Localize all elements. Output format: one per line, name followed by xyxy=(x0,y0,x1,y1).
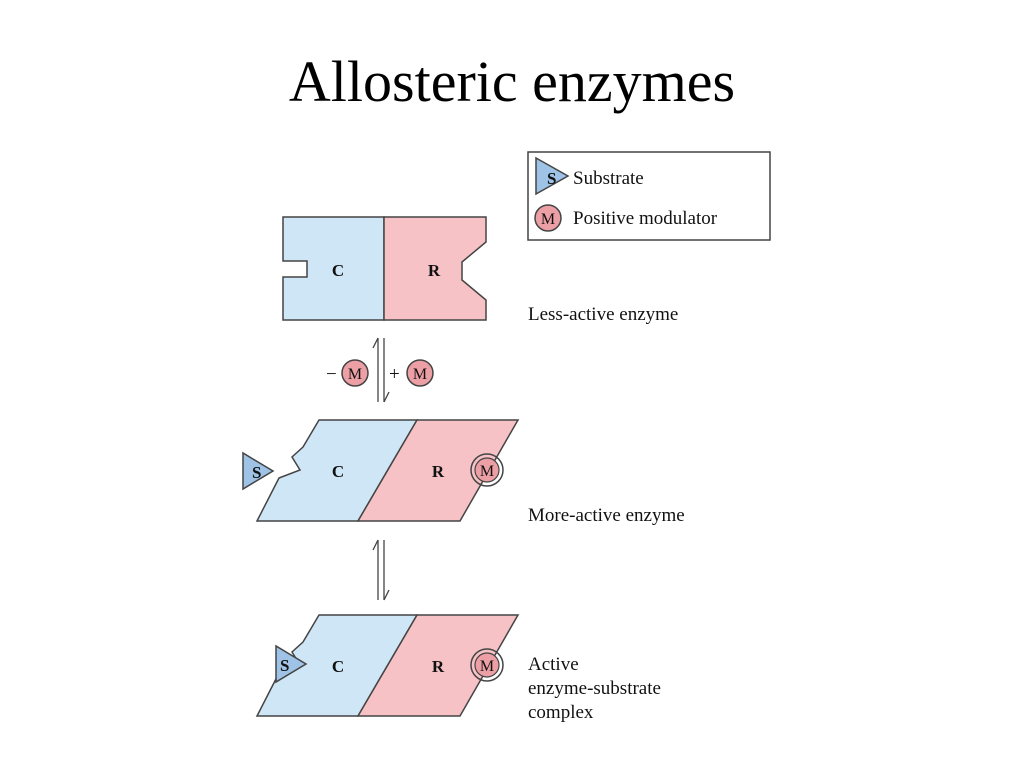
substrate-icon xyxy=(535,156,570,196)
substrate-icon xyxy=(275,644,308,684)
modulator-minus-symbol: M xyxy=(348,366,362,383)
minus-sign: − xyxy=(326,364,337,385)
legend-modulator-symbol: M xyxy=(541,211,555,228)
modulator-icon xyxy=(534,204,562,232)
slide-title: Allosteric enzymes xyxy=(288,49,736,114)
substrate-icon xyxy=(242,451,275,491)
legend-substrate-symbol: S xyxy=(547,169,556,188)
regulatory-label: R xyxy=(432,462,445,481)
legend-modulator-label: Positive modulator xyxy=(573,208,718,229)
regulatory-subunit xyxy=(356,614,520,717)
legend: S Substrate M Positive modulator xyxy=(527,151,771,241)
complex-label-line3: complex xyxy=(528,702,594,723)
complex-label-line1: Active xyxy=(528,654,579,675)
legend-substrate-label: Substrate xyxy=(573,168,644,189)
modulator-equilibrium: − M + M xyxy=(326,337,434,403)
substrate-symbol: S xyxy=(252,463,261,482)
catalytic-label: C xyxy=(332,462,344,481)
legend-box xyxy=(527,151,771,241)
regulatory-subunit xyxy=(383,216,487,321)
modulator-site-outline xyxy=(470,453,504,487)
less-active-enzyme: C R Less-active enzyme xyxy=(282,216,678,325)
substrate-symbol: S xyxy=(280,656,289,675)
regulatory-subunit xyxy=(356,419,520,522)
less-active-label: Less-active enzyme xyxy=(528,304,678,325)
modulator-plus-symbol: M xyxy=(413,366,427,383)
enzyme-substrate-complex: S C R M Active enzyme-substrate complex xyxy=(255,614,661,723)
more-active-label: More-active enzyme xyxy=(528,505,685,526)
modulator-icon xyxy=(474,652,500,678)
more-active-enzyme: S C R M More-active enzyme xyxy=(242,419,685,526)
bound-modulator-symbol: M xyxy=(480,658,494,675)
regulatory-label: R xyxy=(428,261,441,280)
regulatory-label: R xyxy=(432,657,445,676)
substrate-equilibrium xyxy=(372,539,390,601)
complex-label-line2: enzyme-substrate xyxy=(528,678,661,699)
bound-modulator-symbol: M xyxy=(480,463,494,480)
modulator-icon xyxy=(341,359,369,387)
plus-sign: + xyxy=(389,364,400,385)
modulator-icon xyxy=(406,359,434,387)
modulator-icon xyxy=(474,457,500,483)
catalytic-label: C xyxy=(332,261,344,280)
modulator-site-outline xyxy=(470,648,504,682)
catalytic-label: C xyxy=(332,657,344,676)
